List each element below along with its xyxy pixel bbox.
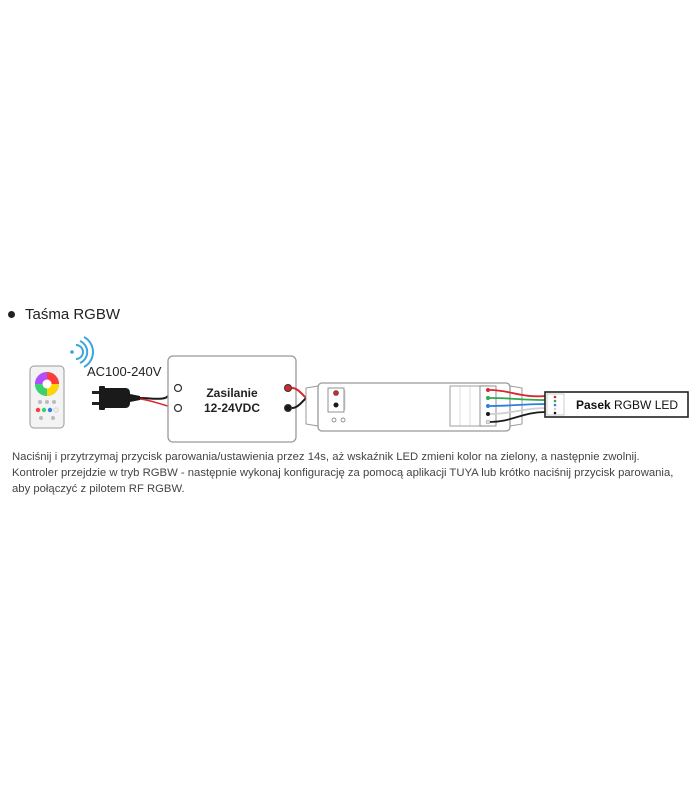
section-heading: Taśma RGBW xyxy=(8,306,120,323)
rgb-remote-icon xyxy=(29,365,65,429)
psu-ac-terminal-l xyxy=(173,383,183,393)
output-wire-blue xyxy=(489,403,547,407)
psu-dc-terminal-minus xyxy=(284,404,292,412)
led-strip-label: Pasek RGBW LED xyxy=(576,398,678,412)
psu-label-line1: Zasilanie xyxy=(206,386,258,400)
instruction-caption: Naciśnij i przytrzymaj przycisk parowani… xyxy=(12,451,674,495)
output-wire-black xyxy=(489,411,547,423)
led-strip-box xyxy=(544,391,689,418)
psu-dc-terminal-plus xyxy=(284,384,292,392)
output-wire-green xyxy=(489,397,547,401)
psu-ac-terminal-n xyxy=(173,403,183,413)
bullet-icon xyxy=(8,311,15,318)
psu-label-line2: 12-24VDC xyxy=(204,401,260,415)
power-supply-box xyxy=(167,355,297,443)
ac-voltage-label: AC100-240V xyxy=(87,364,162,379)
led-controller xyxy=(305,382,523,432)
power-plug-icon xyxy=(92,386,140,410)
wiring-diagram: AC100-240V Zasilanie 12-24VDC xyxy=(29,336,689,443)
output-wire-red xyxy=(489,389,547,398)
wireless-signal-icon xyxy=(70,336,94,368)
output-wire-white xyxy=(489,407,547,415)
section-title: Taśma RGBW xyxy=(25,306,121,323)
